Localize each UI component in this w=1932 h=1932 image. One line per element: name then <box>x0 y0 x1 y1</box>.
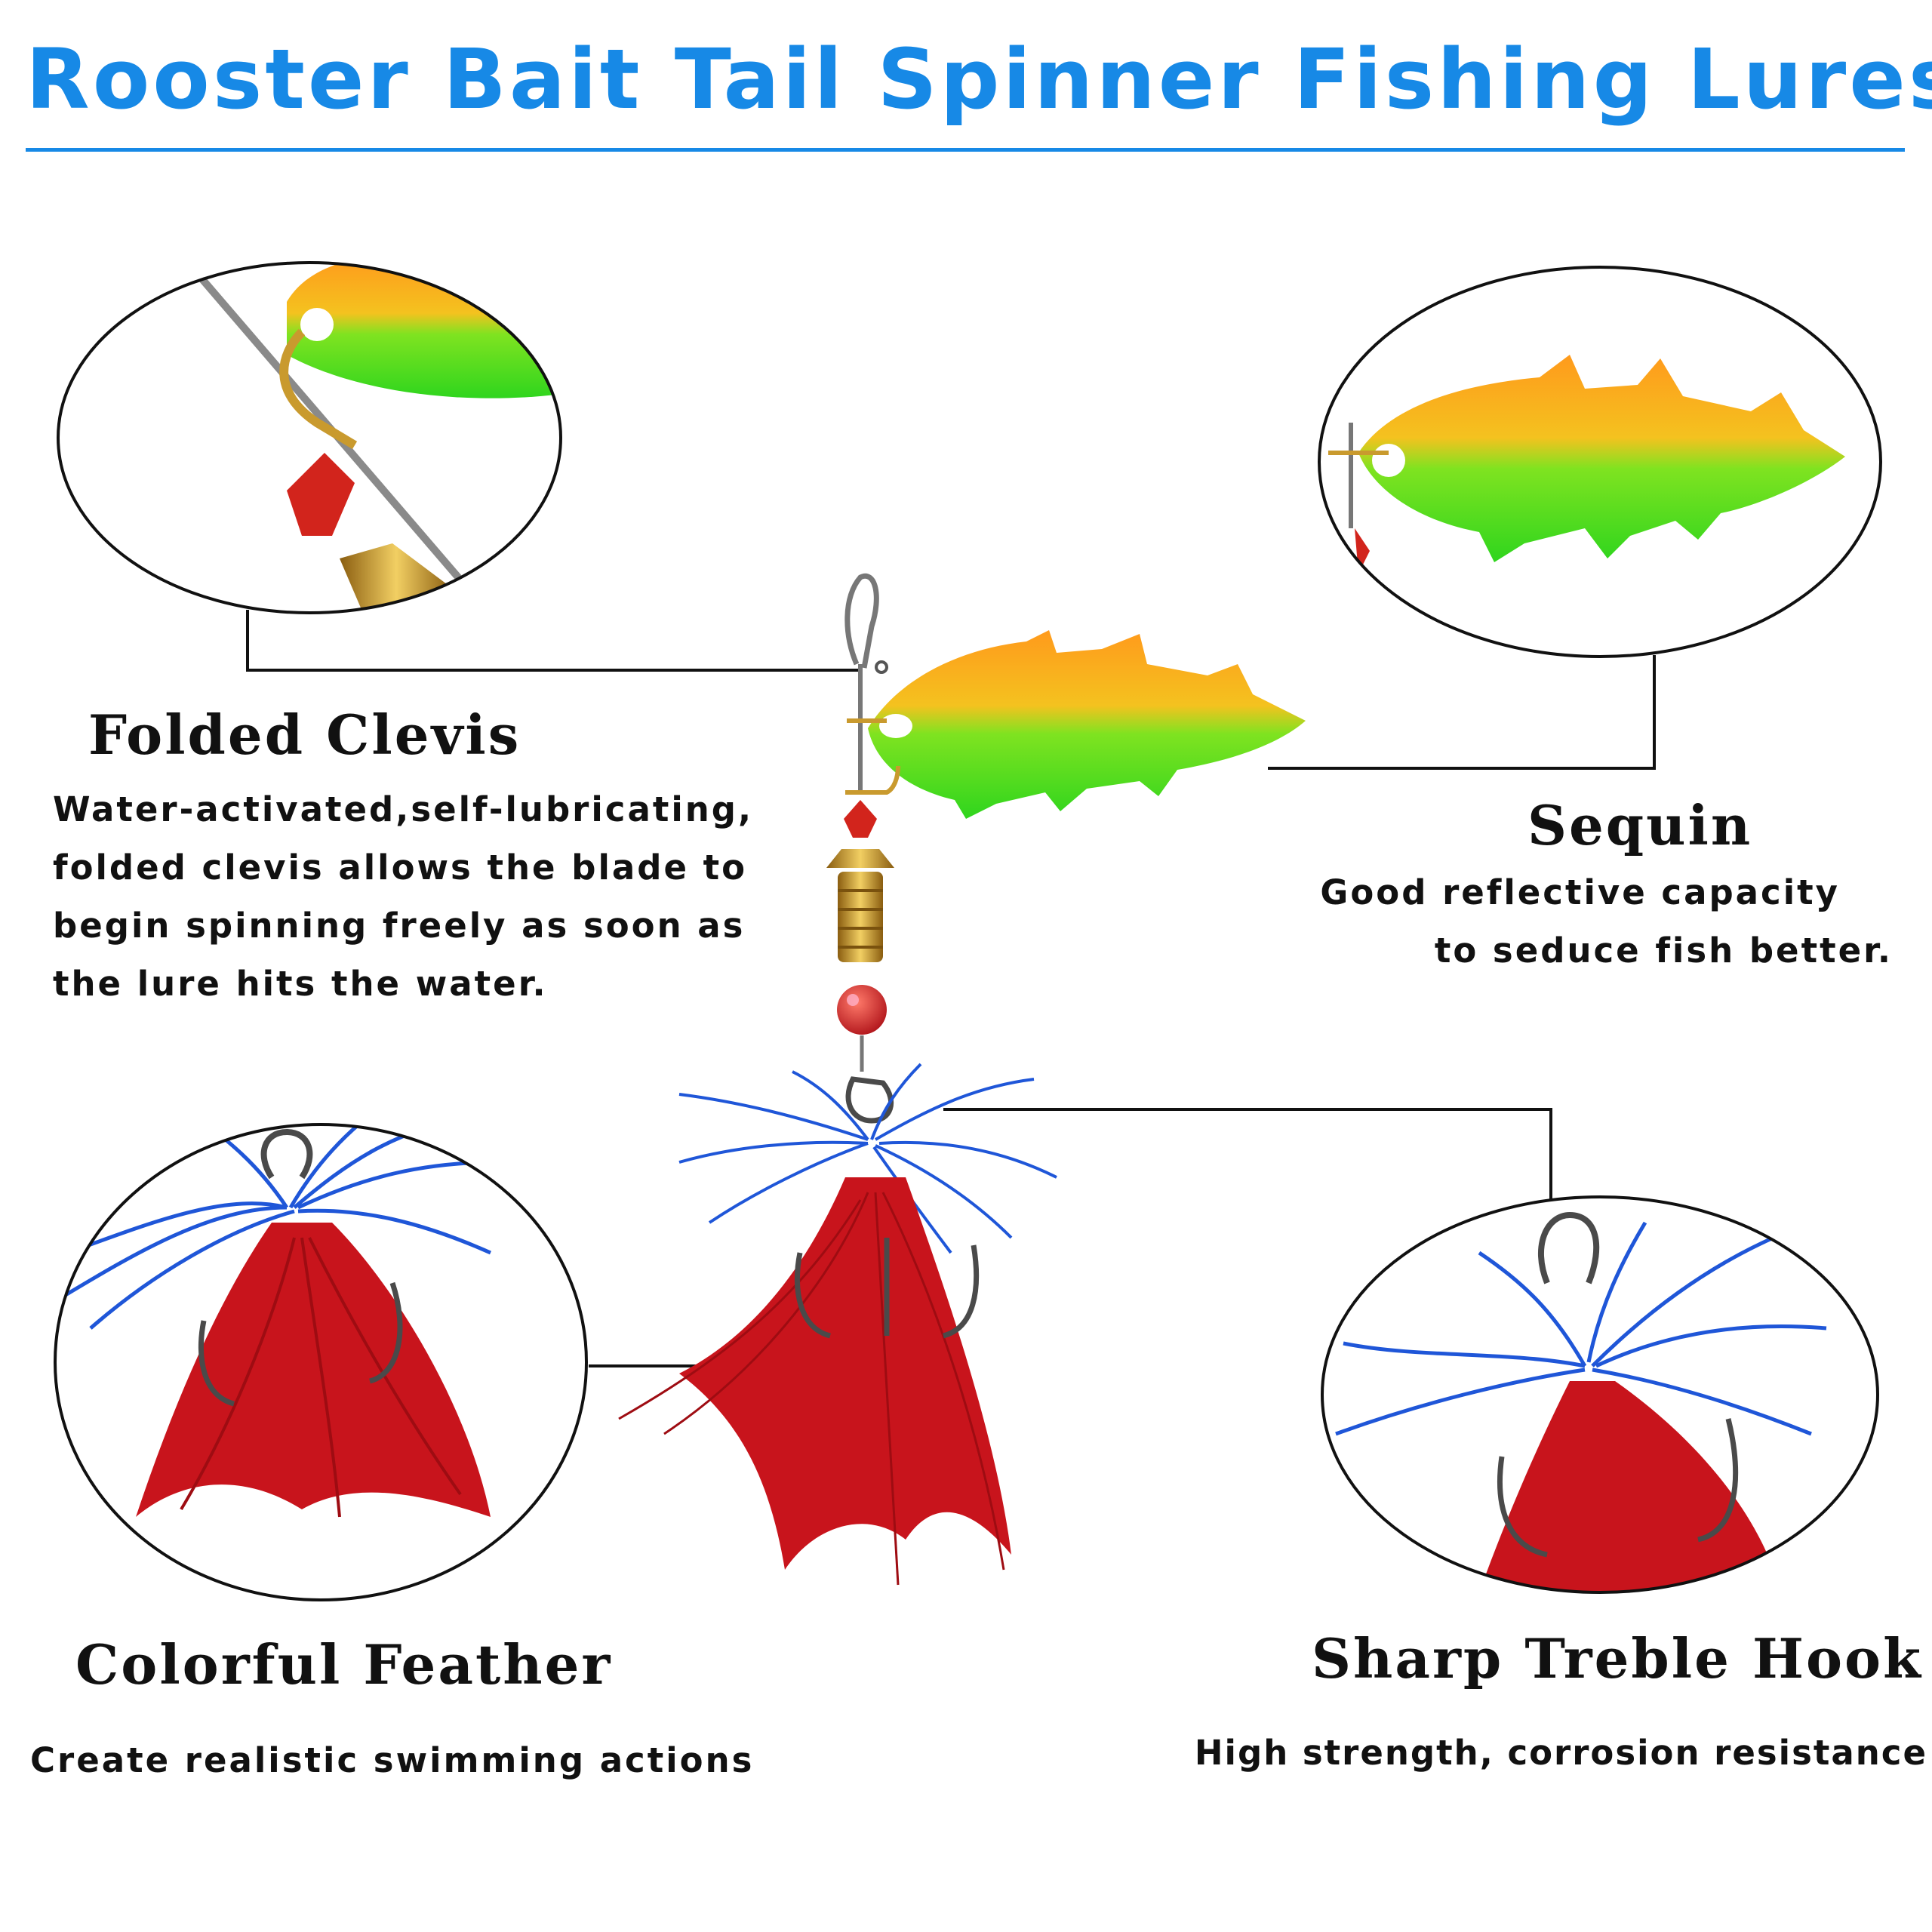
hook-desc-line: High strength, corrosion resistance <box>1194 1733 1927 1773</box>
clevis-desc-line: folded clevis allows the blade to <box>53 848 748 888</box>
feather-heading: Colorful Feather <box>75 1632 613 1697</box>
clevis-desc-line: Water-activated,self-lubricating, <box>53 789 754 829</box>
round-bead <box>837 985 887 1035</box>
clevis-closeup <box>57 261 562 614</box>
clevis-closeup-frame <box>57 261 562 614</box>
feather-desc-line: Create realistic swimming actions <box>30 1740 755 1780</box>
clevis-desc-line: the lure hits the water. <box>53 964 548 1004</box>
snap-swivel <box>844 573 879 669</box>
clevis-desc-line: begin spinning freely as soon as <box>53 906 746 946</box>
treble-hook <box>794 1238 980 1339</box>
red-feather <box>679 1177 1011 1570</box>
center-lure <box>618 573 1306 1586</box>
feather-description: Create realistic swimming actions <box>30 1731 754 1789</box>
hook-closeup <box>1321 1195 1879 1594</box>
sequin-description: Good reflective capacity to seduce fish … <box>1320 863 1893 980</box>
hook-callout-line <box>943 1108 1552 1200</box>
sequin-heading: Sequin <box>1527 793 1753 857</box>
blue-feather <box>678 1063 1057 1254</box>
sequin-desc-line: to seduce fish better. <box>1434 931 1893 971</box>
brass-body <box>838 872 883 962</box>
page-title: Rooster Bait Tail Spinner Fishing Lures <box>26 31 1932 128</box>
clevis-description: Water-activated,self-lubricating, folded… <box>53 780 753 1013</box>
title-underline <box>26 148 1905 152</box>
sequin-callout-line <box>1268 655 1656 770</box>
hook-description: High strength, corrosion resistance <box>1195 1724 1927 1782</box>
sequin-closeup <box>1318 266 1882 658</box>
clevis-callout-line <box>246 610 860 672</box>
red-bead <box>844 800 877 838</box>
clevis <box>845 718 900 795</box>
hook-closeup-frame <box>1321 1195 1879 1594</box>
blade <box>868 630 1306 819</box>
sequin-desc-line: Good reflective capacity <box>1320 872 1840 912</box>
feather-closeup-frame <box>54 1123 588 1601</box>
hook-eye <box>845 1076 894 1124</box>
hook-heading: Sharp Treble Hook <box>1312 1626 1923 1690</box>
sequin-closeup-frame <box>1318 266 1882 658</box>
clevis-heading: Folded Clevis <box>88 703 521 767</box>
feather-closeup <box>54 1123 588 1601</box>
